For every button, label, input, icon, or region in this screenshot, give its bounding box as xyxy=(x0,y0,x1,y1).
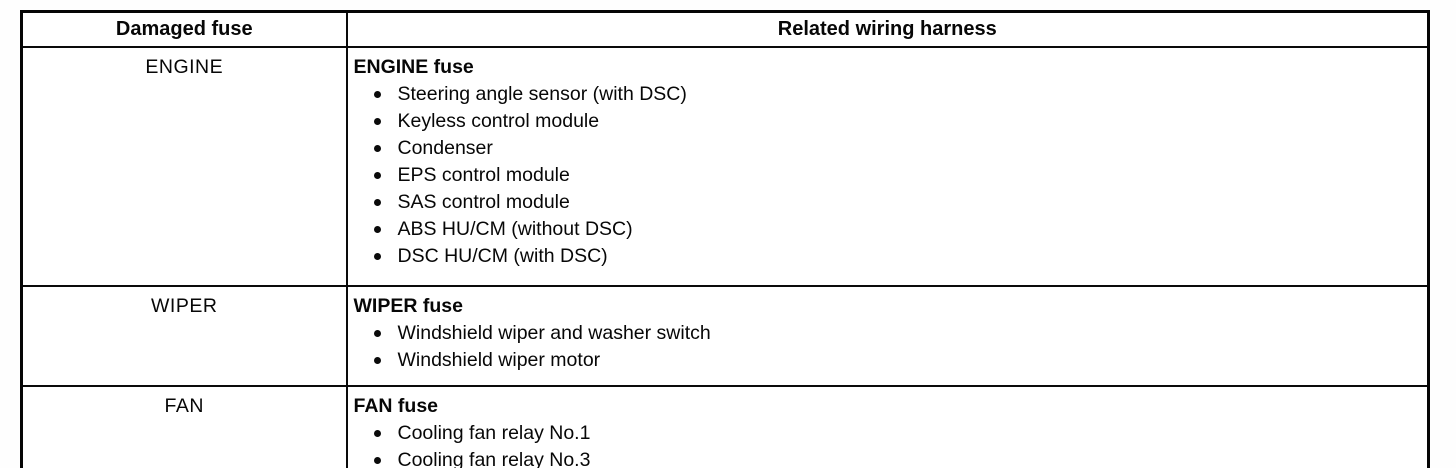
harness-item-text: SAS control module xyxy=(397,191,570,213)
harness-list-item: Keyless control module xyxy=(354,108,1418,135)
table-row-engine: ENGINE ENGINE fuse Steering angle sensor… xyxy=(20,46,1430,287)
bullet-icon xyxy=(373,457,381,464)
harness-list-item: Condenser xyxy=(354,135,1418,162)
harness-item-text: Steering angle sensor (with DSC) xyxy=(397,83,687,105)
harness-cell-wiper: WIPER fuse Windshield wiper and washer s… xyxy=(345,285,1430,387)
harness-item-text: Keyless control module xyxy=(397,110,600,132)
harness-list-item: SAS control module xyxy=(354,189,1418,216)
fuse-name-fan: FAN xyxy=(20,385,348,468)
harness-item-text: Cooling fan relay No.3 xyxy=(397,449,591,468)
harness-item-text: Windshield wiper and washer switch xyxy=(397,322,711,344)
harness-list: Windshield wiper and washer switch Winds… xyxy=(354,320,1418,374)
bullet-icon xyxy=(373,253,381,260)
harness-title: ENGINE fuse xyxy=(353,56,474,78)
harness-item-text: Windshield wiper motor xyxy=(397,349,601,371)
bullet-icon xyxy=(373,330,381,337)
harness-item-text: ABS HU/CM (without DSC) xyxy=(397,218,633,240)
harness-item-text: DSC HU/CM (with DSC) xyxy=(397,245,608,267)
fuse-name-wiper: WIPER xyxy=(20,285,348,387)
bullet-icon xyxy=(373,430,381,437)
harness-list: Cooling fan relay No.1 Cooling fan relay… xyxy=(354,420,1418,468)
harness-list-item: Cooling fan relay No.3 xyxy=(354,447,1418,468)
bullet-icon xyxy=(373,172,381,179)
harness-list-item: EPS control module xyxy=(354,162,1418,189)
harness-item-text: Cooling fan relay No.1 xyxy=(397,422,591,444)
harness-item-text: EPS control module xyxy=(397,164,570,186)
harness-title: FAN fuse xyxy=(353,395,439,417)
harness-list-item: Windshield wiper and washer switch xyxy=(354,320,1418,347)
fuse-wiring-table: Damaged fuse Related wiring harness ENGI… xyxy=(20,10,1430,468)
table-row-fan: FAN FAN fuse Cooling fan relay No.1 Cool… xyxy=(20,385,1430,468)
harness-title: WIPER fuse xyxy=(353,295,463,317)
harness-list-item: Cooling fan relay No.1 xyxy=(354,420,1418,447)
col-header-related-wiring-harness: Related wiring harness xyxy=(345,10,1430,48)
harness-cell-fan: FAN fuse Cooling fan relay No.1 Cooling … xyxy=(345,385,1430,468)
bullet-icon xyxy=(373,199,381,206)
table-header-row: Damaged fuse Related wiring harness xyxy=(20,10,1430,48)
bullet-icon xyxy=(373,91,381,98)
bullet-icon xyxy=(373,145,381,152)
harness-list-item: Windshield wiper motor xyxy=(354,347,1418,374)
bullet-icon xyxy=(373,118,381,125)
fuse-name-engine: ENGINE xyxy=(20,46,348,287)
harness-list-item: ABS HU/CM (without DSC) xyxy=(354,216,1418,243)
harness-list-item: Steering angle sensor (with DSC) xyxy=(354,81,1418,108)
col-header-damaged-fuse: Damaged fuse xyxy=(20,10,348,48)
bullet-icon xyxy=(373,357,381,364)
harness-list: Steering angle sensor (with DSC) Keyless… xyxy=(354,81,1418,270)
harness-item-text: Condenser xyxy=(397,137,493,159)
bullet-icon xyxy=(373,226,381,233)
table-row-wiper: WIPER WIPER fuse Windshield wiper and wa… xyxy=(20,285,1430,387)
harness-cell-engine: ENGINE fuse Steering angle sensor (with … xyxy=(345,46,1430,287)
harness-list-item: DSC HU/CM (with DSC) xyxy=(354,243,1418,270)
